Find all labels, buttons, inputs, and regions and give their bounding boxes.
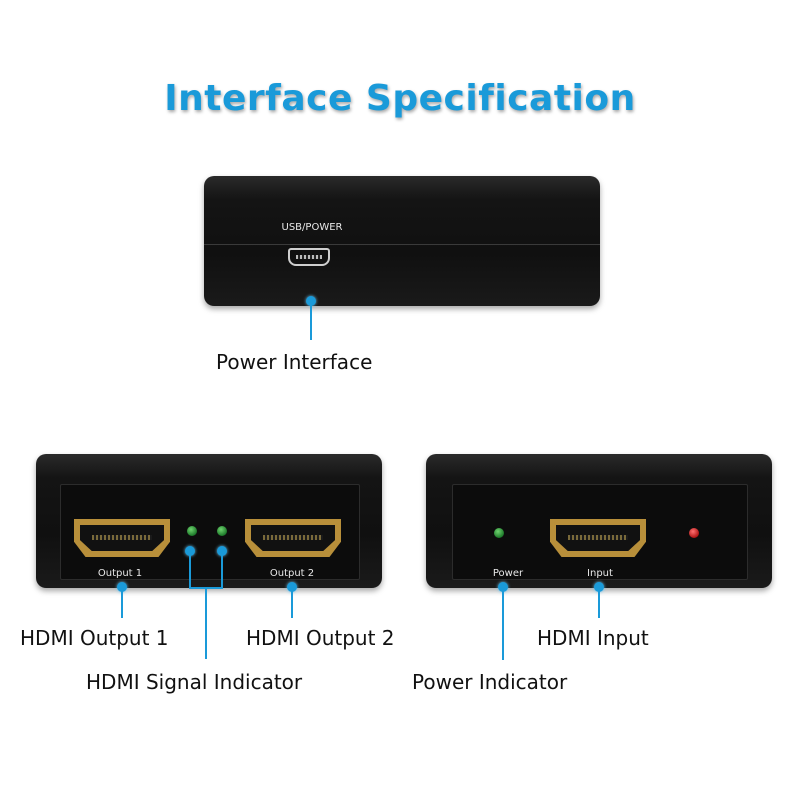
hdmi-input-label: HDMI Input: [537, 626, 649, 650]
power-silk-label: Power: [492, 568, 524, 579]
signal-led-2-leader: [221, 555, 223, 588]
hdmi-output-1-marker: [117, 582, 127, 592]
input-silk-label: Input: [587, 568, 613, 579]
splitter-device-power-side: [204, 176, 600, 306]
device-seam: [204, 244, 600, 245]
hdmi-input-port: [550, 519, 646, 557]
signal-indicator-leader: [205, 587, 207, 659]
power-indicator-label: Power Indicator: [412, 670, 568, 694]
power-interface-marker: [306, 296, 316, 306]
hdmi-input-marker: [594, 582, 604, 592]
signal-led-2-marker: [217, 546, 227, 556]
status-led-red: [689, 528, 699, 538]
usb-power-port: [288, 248, 330, 266]
signal-led-1-marker: [185, 546, 195, 556]
signal-led-2: [217, 526, 227, 536]
hdmi-output-2-label: HDMI Output 2: [246, 626, 395, 650]
signal-led-1-leader: [189, 555, 191, 588]
output-1-silk-label: Output 1: [97, 568, 143, 579]
hdmi-output-1-label: HDMI Output 1: [20, 626, 169, 650]
power-indicator-leader: [502, 590, 504, 660]
page-title: Interface Specification: [164, 78, 636, 119]
power-interface-leader: [310, 305, 312, 340]
hdmi-output-2-marker: [287, 582, 297, 592]
hdmi-output-2-port: [245, 519, 341, 557]
power-interface-label: Power Interface: [216, 350, 373, 374]
hdmi-signal-indicator-label: HDMI Signal Indicator: [86, 670, 303, 694]
hdmi-output-2-leader: [291, 590, 293, 618]
power-indicator-marker: [498, 582, 508, 592]
signal-led-1: [187, 526, 197, 536]
power-led: [494, 528, 504, 538]
output-2-silk-label: Output 2: [269, 568, 315, 579]
hdmi-output-1-leader: [121, 590, 123, 618]
hdmi-output-1-port: [74, 519, 170, 557]
hdmi-input-leader: [598, 590, 600, 618]
usb-power-silk-label: USB/POWER: [281, 222, 343, 233]
